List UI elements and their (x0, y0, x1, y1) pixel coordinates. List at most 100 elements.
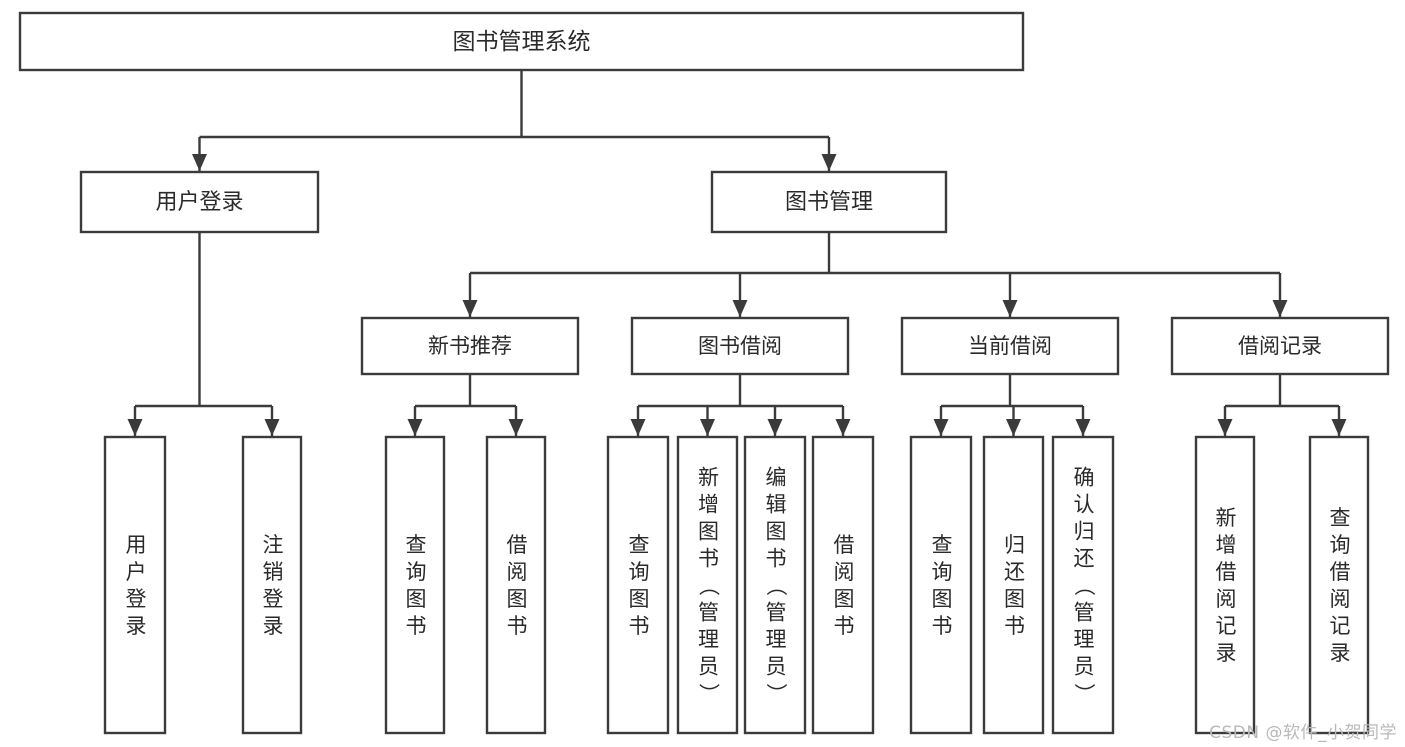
root-node[interactable]: 图书管理系统 (18, 11, 1025, 72)
arrow-head-icon (732, 300, 748, 317)
leaf-node-label-char: 图 (698, 520, 719, 544)
leaf-node-label-char: 用 (126, 533, 147, 557)
leaf-node-label-char: 图 (932, 587, 953, 611)
arrow-head-icon (1006, 419, 1021, 436)
leaf-node-label-char: 记 (1330, 614, 1351, 638)
leaf-node-label-char: 询 (932, 560, 953, 584)
leaf-node-label-char: 增 (1216, 533, 1237, 557)
leaf-node-label-char: 归 (1004, 533, 1025, 557)
leaf-node-label-char: 登 (263, 587, 284, 611)
leaf-node-label-char: 图 (406, 587, 427, 611)
leaf-node-label-char: 确 (1074, 466, 1095, 490)
level3-node-current-borrow-label: 当前借阅 (968, 334, 1052, 358)
leaf-node-label-char: 询 (629, 560, 650, 584)
leaf-node-label-char: 注 (263, 533, 284, 557)
arrow-head-icon (1217, 419, 1233, 436)
leaf-node-label-char: （ (764, 575, 788, 596)
level3-node-book-borrow[interactable]: 图书借阅 (630, 316, 850, 376)
leaf-node-label-char: 书 (932, 614, 953, 638)
leaf-node-label-char: 查 (1330, 506, 1351, 530)
leaf-node-label-char: 员 (766, 655, 787, 679)
leaf-node-label-char: 图 (507, 587, 528, 611)
leaf-node-label-char: 户 (126, 560, 147, 584)
leaf-node-label-char: 书 (766, 547, 787, 571)
leaf-node-label-char: 辑 (766, 493, 787, 517)
level3-node-new-book-recommend[interactable]: 新书推荐 (360, 316, 580, 376)
leaf-node-label-char: 询 (1330, 533, 1351, 557)
leaf-node-label-char: 理 (698, 628, 719, 652)
leaf-node-label-char: 借 (1330, 560, 1351, 584)
root-node-label: 图书管理系统 (453, 29, 591, 55)
leaf-node-label-char: 阅 (1216, 587, 1237, 611)
leaf-node-label-char: 管 (698, 601, 719, 625)
arrow-head-icon (1075, 419, 1091, 436)
leaf-node-label-char: 归 (1074, 520, 1095, 544)
leaf-node-label-char: ） (1072, 683, 1096, 704)
leaf-node-label-char: 员 (1074, 655, 1095, 679)
leaf-node-label-char: 查 (932, 533, 953, 557)
level3-node-borrow-record[interactable]: 借阅记录 (1170, 316, 1390, 376)
level3-node-current-borrow[interactable]: 当前借阅 (900, 316, 1120, 376)
arrow-head-icon (407, 419, 423, 436)
leaf-node-label-char: 图 (1004, 587, 1025, 611)
leaf-node-label-char: 图 (766, 520, 787, 544)
level3-node-borrow-record-label: 借阅记录 (1238, 334, 1322, 358)
connector-layer (127, 70, 1347, 436)
leaf-node-label-char: 借 (834, 533, 855, 557)
arrow-head-icon (821, 154, 837, 171)
leaf-node-label-char: 登 (126, 587, 147, 611)
leaf-node-label-char: 录 (1330, 641, 1351, 665)
level3-node-new-book-recommend-label: 新书推荐 (428, 334, 512, 358)
arrow-head-icon (192, 154, 207, 171)
leaf-node-label-char: 图 (834, 587, 855, 611)
leaf-node[interactable]: 用户登录 (103, 435, 167, 735)
leaf-node-label-char: ） (697, 683, 721, 704)
leaf-node-label-char: 认 (1074, 493, 1095, 517)
leaf-node-label-char: 还 (1074, 547, 1095, 571)
leaf-node-label-char: 员 (698, 655, 719, 679)
leaf-node-label-char: 增 (698, 493, 719, 517)
level2-node-user-login[interactable]: 用户登录 (79, 170, 320, 234)
level2-node-book-manage[interactable]: 图书管理 (710, 170, 948, 234)
leaf-node-label-char: 书 (507, 614, 528, 638)
leaf-node-label-char: 阅 (1330, 587, 1351, 611)
leaf-node-label-char: 销 (263, 560, 284, 584)
level2-node-book-manage-label: 图书管理 (785, 190, 873, 215)
leaf-node-label-char: ） (764, 683, 788, 704)
arrow-head-icon (630, 419, 646, 436)
arrow-head-icon (508, 419, 524, 436)
leaf-node-label-char: 编 (766, 466, 787, 490)
arrow-head-icon (1002, 300, 1018, 317)
leaf-node-label-char: 书 (406, 614, 427, 638)
leaf-node-label-char: 新 (698, 466, 719, 490)
leaf-node-label-char: 录 (1216, 641, 1237, 665)
leaf-node-label-char: 管 (766, 601, 787, 625)
leaf-node-label-char: 管 (1074, 601, 1095, 625)
arrow-head-icon (1331, 419, 1347, 436)
leaf-node-label-char: 阅 (507, 560, 528, 584)
arrow-head-icon (767, 419, 783, 436)
leaf-node-label-char: 新 (1216, 506, 1237, 530)
node-layer: 图书管理系统用户登录图书管理新书推荐图书借阅当前借阅借阅记录用户登录注销登录查询… (18, 11, 1390, 735)
arrow-head-icon (264, 419, 280, 436)
level3-node-book-borrow-label: 图书借阅 (698, 334, 782, 358)
leaf-node-label-char: 询 (406, 560, 427, 584)
leaf-node-label-char: 书 (629, 614, 650, 638)
leaf-node-label-char: 书 (698, 547, 719, 571)
leaf-node-label-char: 录 (126, 614, 147, 638)
arrow-head-icon (835, 419, 851, 436)
